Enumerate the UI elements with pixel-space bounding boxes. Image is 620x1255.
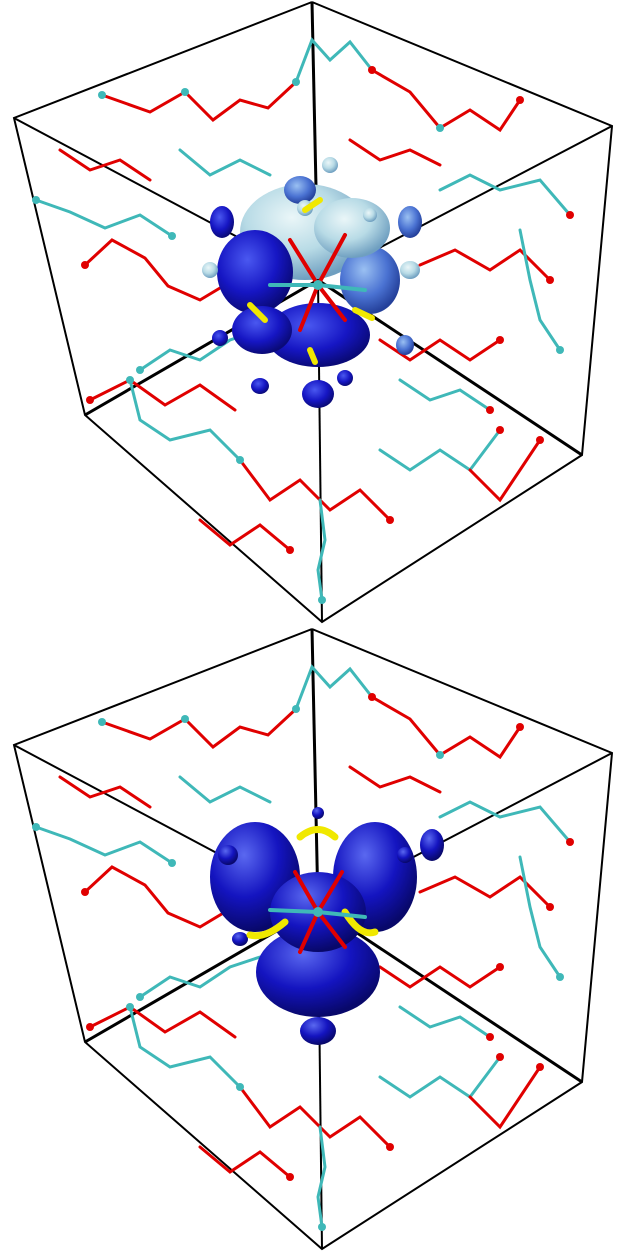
simulation-cell-cube	[12, 1, 614, 624]
molecular-render-svg-bottom	[12, 628, 614, 1251]
molecular-render-panel-top	[12, 1, 614, 624]
molecular-render-svg-top	[12, 1, 614, 624]
silica-atoms	[32, 693, 574, 1231]
silica-network	[34, 664, 572, 1229]
silica-network	[34, 37, 572, 602]
isosurface-lobes-top	[202, 157, 422, 408]
central-cluster-bottom	[246, 826, 379, 954]
silica-atoms	[32, 66, 574, 604]
molecular-render-panel-bottom	[0, 627, 620, 1255]
isosurface-lobes-bottom	[210, 807, 444, 1045]
central-cluster-top	[247, 197, 375, 365]
